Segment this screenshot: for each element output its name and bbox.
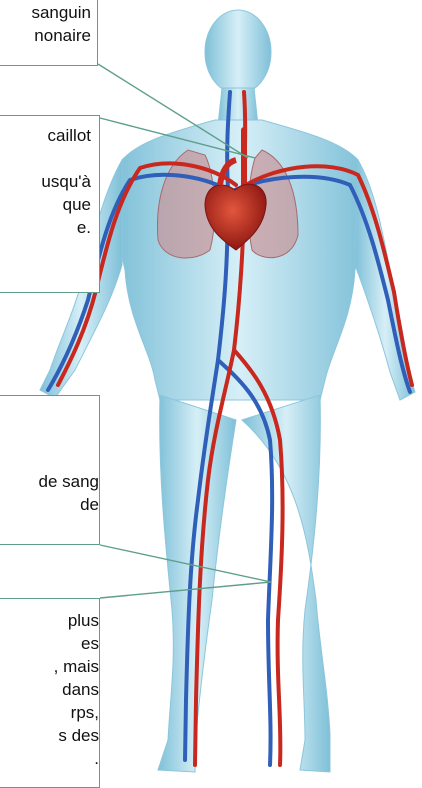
callout-3: de sang de: [0, 395, 100, 545]
callout-2: caillot usqu'à que e.: [0, 115, 100, 293]
callout-4-line-5: rps,: [0, 701, 99, 724]
callout-4: plus es , mais dans rps, s des .: [0, 598, 100, 788]
callout-3-line-3: [0, 516, 99, 539]
callout-1-line-2: nonaire: [0, 24, 91, 47]
callout-2-line-4: que: [0, 193, 91, 216]
callout-4-line-4: dans: [0, 678, 99, 701]
callout-3-line-1: de sang: [0, 470, 99, 493]
callout-1-line-1: sanguin: [0, 1, 91, 24]
callout-2-line-2: [0, 147, 91, 170]
callout-2-line-3: usqu'à: [0, 170, 91, 193]
callout-4-line-3: , mais: [0, 655, 99, 678]
callout-3-line-2: de: [0, 493, 99, 516]
callout-2-line-1: caillot: [0, 124, 91, 147]
callout-4-line-1: plus: [0, 609, 99, 632]
callout-4-line-7: .: [0, 747, 99, 770]
callout-1: sanguin nonaire: [0, 0, 98, 66]
callout-4-line-2: es: [0, 632, 99, 655]
callout-2-line-5: e.: [0, 216, 91, 239]
callout-4-line-6: s des: [0, 724, 99, 747]
